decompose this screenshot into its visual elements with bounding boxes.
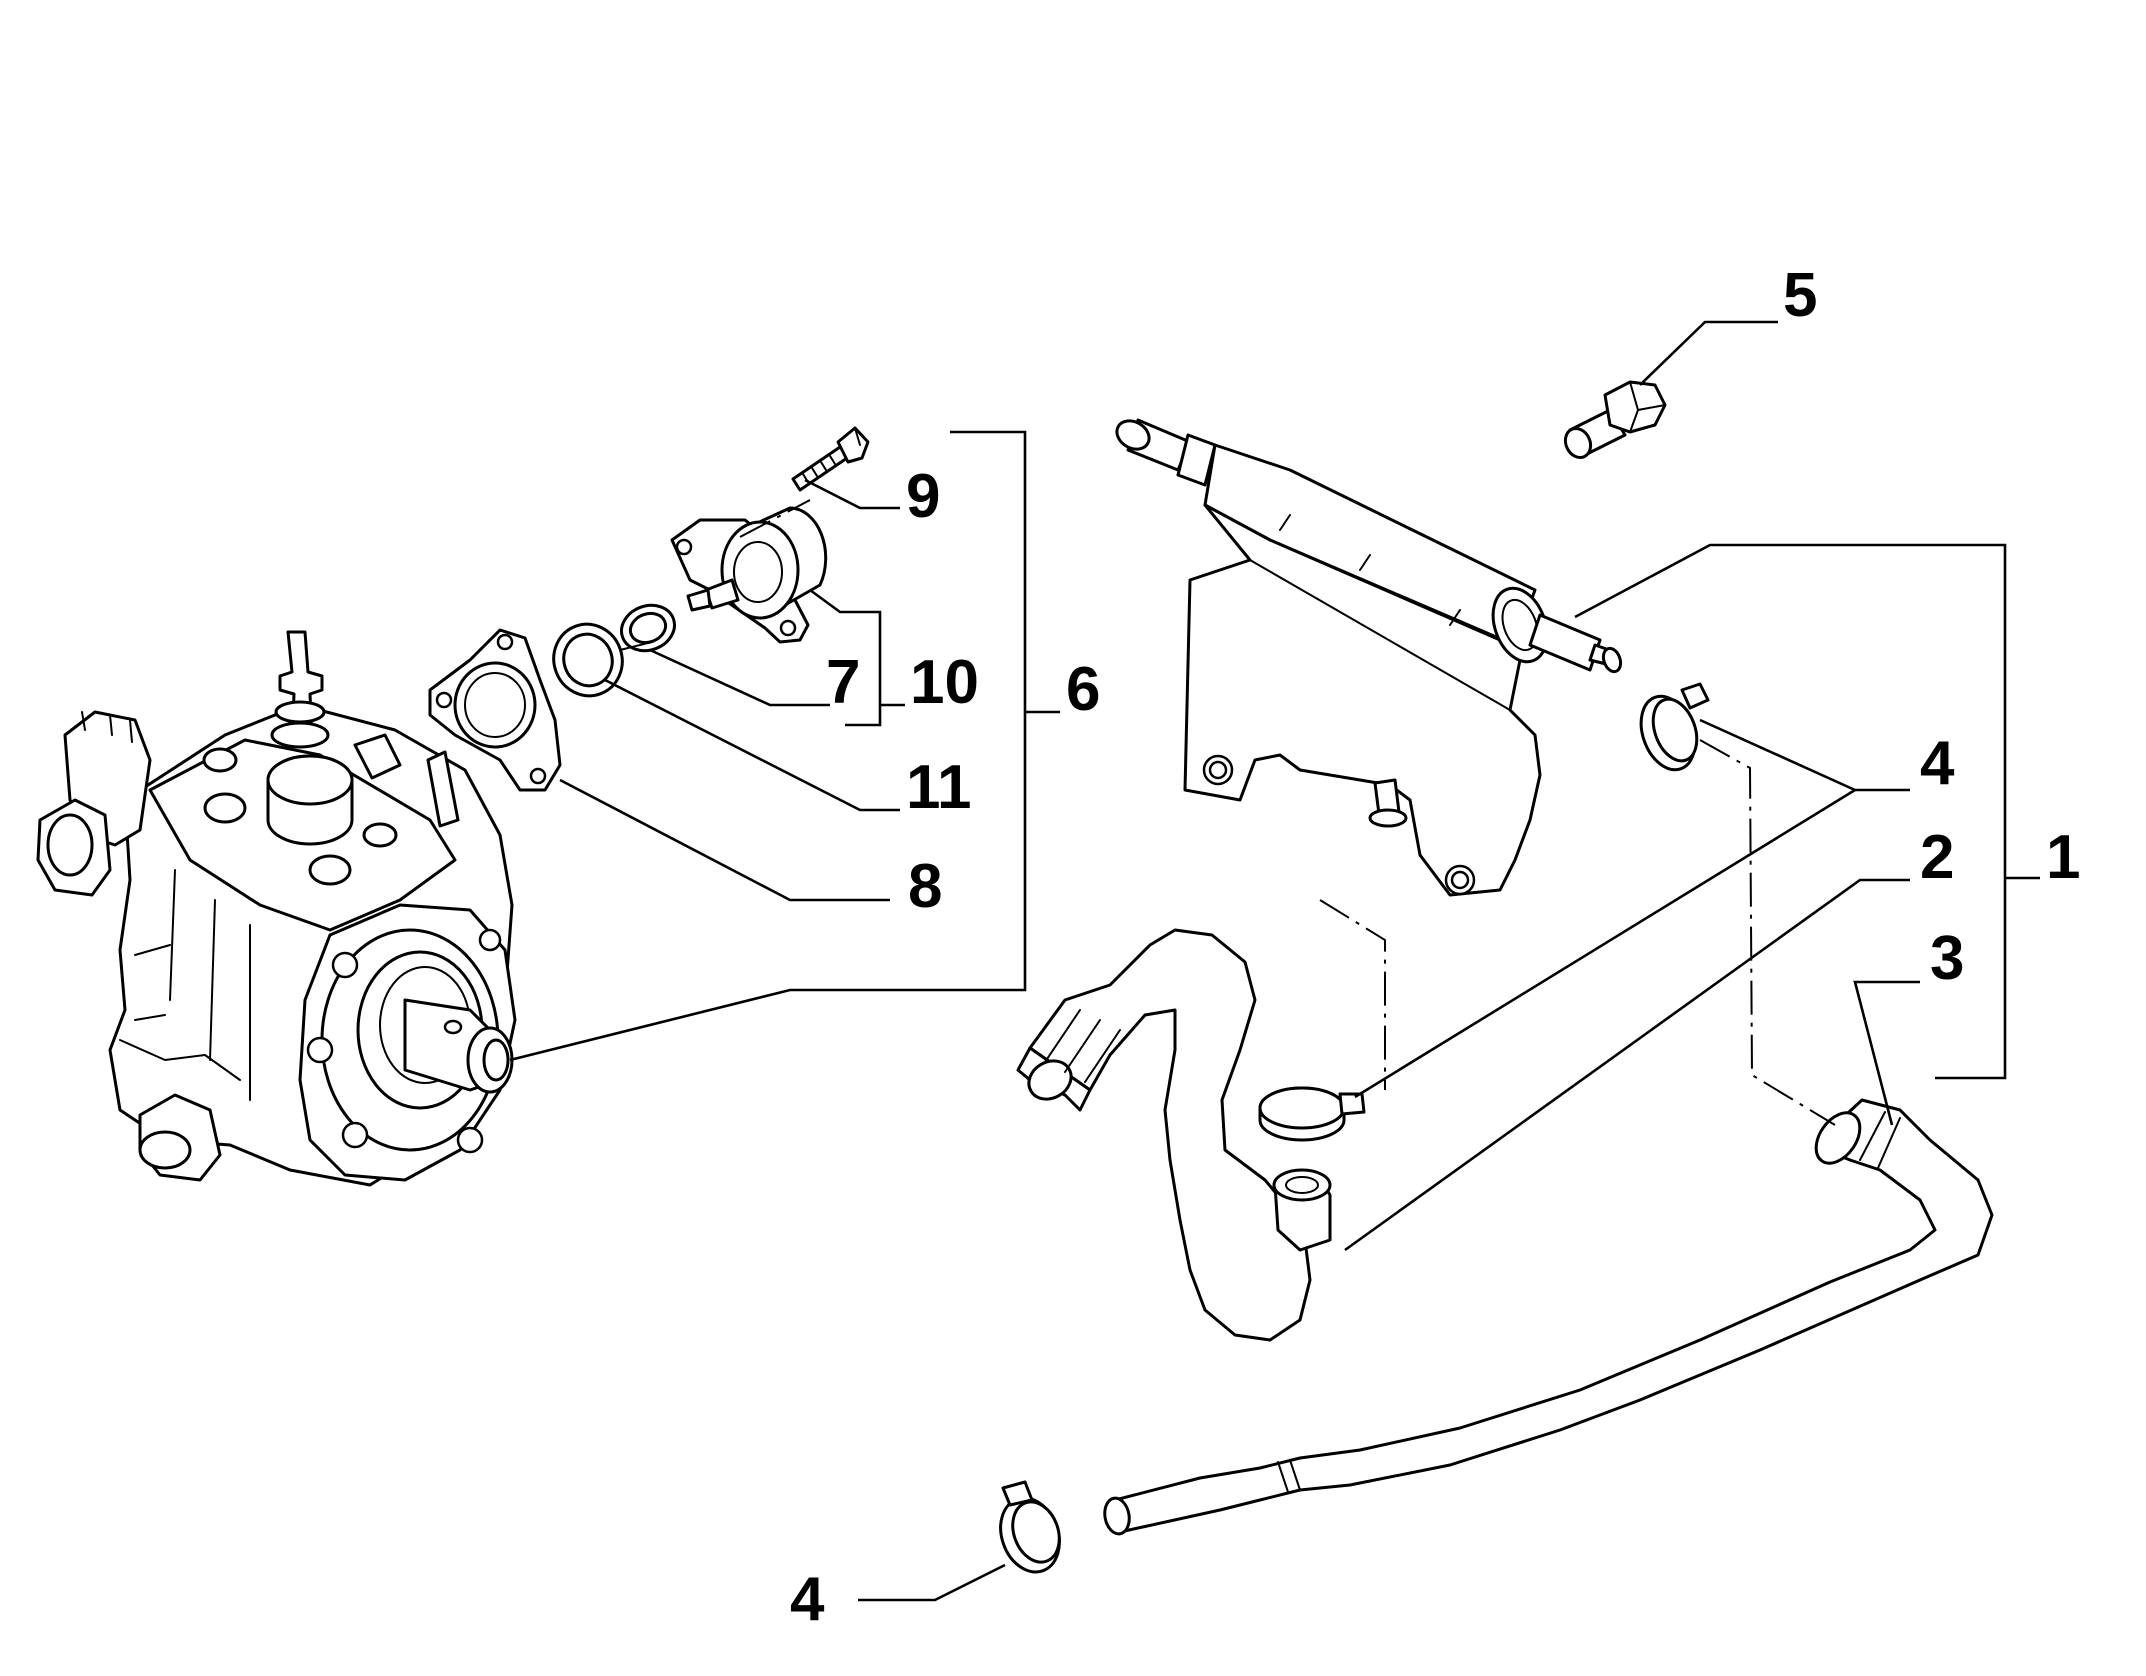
callout-9: 9 [906,462,940,531]
high-pressure-pump[interactable] [36,630,517,1187]
regulator-screw[interactable] [791,426,870,492]
callout-4-upper: 4 [1920,729,1955,798]
flange-bolt[interactable] [1561,380,1667,462]
callout-6: 6 [1066,655,1100,724]
callout-2: 2 [1920,823,1954,892]
o-ring-large[interactable] [544,615,633,706]
leader-lines [509,320,2040,1602]
fuel-feed-pipe[interactable] [1102,1098,1994,1536]
hose-clamp-upper[interactable] [1632,682,1710,777]
callout-4-lower: 4 [790,1565,825,1634]
flange-gasket[interactable] [428,628,562,792]
callout-11: 11 [906,753,972,822]
fuel-return-hose[interactable] [1016,928,1332,1342]
hose-clamp-middle[interactable] [1258,1086,1366,1142]
hose-clamp-lower[interactable] [991,1480,1070,1580]
callout-5: 5 [1783,261,1817,330]
fuel-filter-bracket[interactable] [1112,415,1624,897]
o-ring-small[interactable] [615,598,681,658]
callout-7: 7 [826,648,860,717]
callout-10: 10 [910,648,979,717]
callout-3: 3 [1930,924,1964,993]
fuel-pressure-regulator[interactable] [670,506,828,644]
callout-8: 8 [908,852,942,921]
callout-labels: 5 9 7 10 6 11 8 4 2 1 3 4 [790,261,2080,1634]
callout-1: 1 [2046,823,2080,892]
assembly-axis-lines [619,499,1836,1126]
